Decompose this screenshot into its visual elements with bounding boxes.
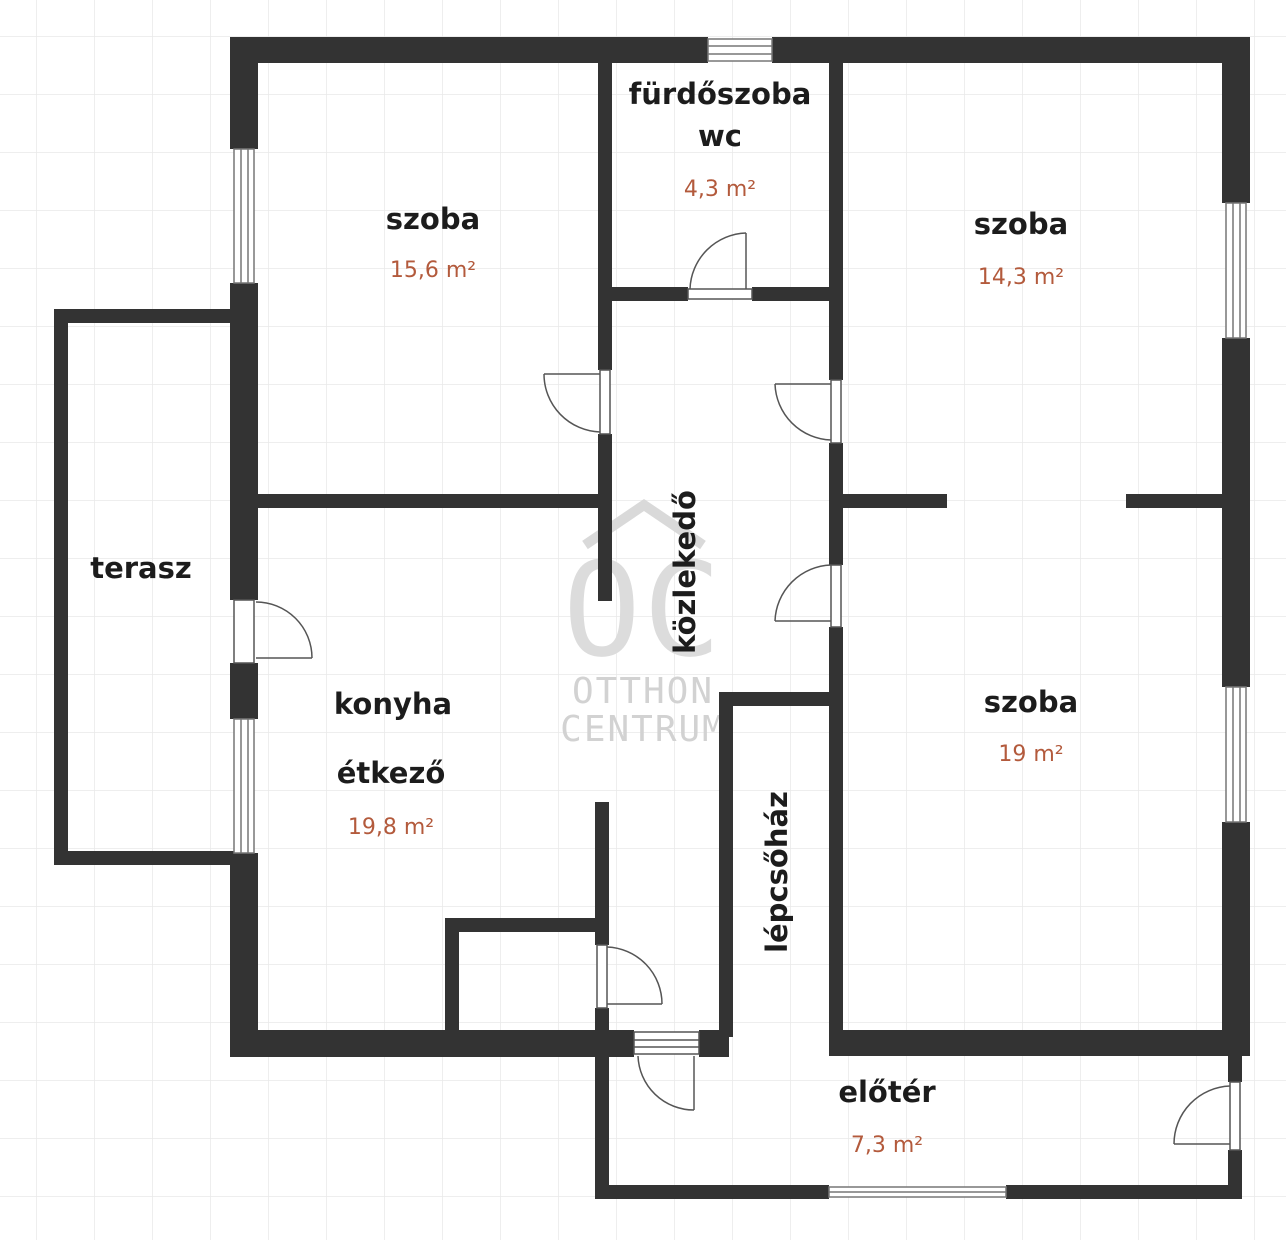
wall-right-mid (1222, 338, 1250, 687)
wall-left-lower (230, 853, 258, 1057)
window-kitchen (233, 718, 255, 854)
wall-right-upper (1222, 37, 1250, 203)
wall-room-divider-left (244, 494, 612, 508)
room-konyha-name: konyha (334, 687, 452, 721)
wall-int-v2-top (829, 60, 843, 380)
wall-bottom-right (829, 1030, 1250, 1056)
room-eloter-area: 7,3 m² (851, 1133, 923, 1158)
wall-top-right (772, 37, 1250, 63)
room-eloter-name: előtér (838, 1075, 936, 1109)
room-bath-name2: wc (698, 119, 742, 153)
wall-terrace-bottom (54, 851, 240, 865)
wall-left-upper (230, 37, 258, 149)
wall-kitchen-v (595, 802, 609, 945)
room-bath-name: fürdőszoba (629, 77, 812, 111)
wall-bottom-left (230, 1030, 634, 1057)
window-right-top (1225, 202, 1247, 339)
door-entry-inner (633, 1031, 700, 1111)
room-lepcsohaz-name: lépcsőház (760, 791, 794, 953)
wall-top-left (230, 37, 708, 63)
wall-int-v1-top (598, 60, 612, 370)
wall-pantry-top (445, 918, 609, 932)
room-labels: szoba 15,6 m² fürdőszoba wc 4,3 m² szoba… (90, 77, 1078, 1158)
wall-entry-right-top (1228, 1030, 1242, 1082)
windows (233, 38, 1247, 1198)
wall-terrace-top (54, 309, 240, 323)
wall-stair-top (719, 692, 843, 706)
door-right-top-room (774, 379, 842, 444)
wall-terrace-left (54, 309, 68, 865)
room-kozlekedo-name: közlekedő (668, 490, 702, 654)
wall-entry-right-bottom (1228, 1150, 1242, 1199)
room-bath-area: 4,3 m² (684, 177, 756, 202)
doors (233, 232, 1241, 1151)
room-szoba-right-top-name: szoba (974, 207, 1068, 241)
watermark-oc: OC (563, 534, 724, 686)
door-pantry (596, 944, 663, 1009)
walls (54, 37, 1250, 1199)
room-konyha-area: 19,8 m² (348, 815, 434, 840)
wall-pantry-left (445, 918, 459, 1032)
window-right-bottom (1225, 686, 1247, 823)
room-terasz-name: terasz (90, 551, 192, 585)
wall-right-lower (1222, 822, 1250, 1055)
wall-right-divider-r (1126, 494, 1250, 508)
room-szoba-right-top-area: 14,3 m² (978, 265, 1064, 290)
wall-kitchen-v-low (595, 1008, 609, 1032)
room-szoba-right-bottom-area: 19 m² (998, 742, 1063, 767)
wall-int-v1-stub (598, 496, 612, 601)
room-szoba-right-bottom-name: szoba (984, 685, 1078, 719)
wall-left-mid2 (230, 663, 258, 719)
door-entrance (1173, 1081, 1241, 1151)
door-terrace (233, 599, 313, 664)
wall-right-divider-l (829, 494, 947, 508)
watermark-centrum: CENTRUM (560, 709, 726, 750)
wall-stair-left (719, 692, 733, 1037)
watermark-otthon: OTTHON (572, 671, 714, 712)
wall-entry-bottom-l (595, 1185, 829, 1199)
wall-entry-left (595, 1030, 609, 1199)
wall-entry-bottom-r (1006, 1185, 1242, 1199)
room-szoba-left-area: 15,6 m² (390, 258, 476, 283)
window-entry-bottom (828, 1186, 1007, 1198)
room-konyha-name2: étkező (337, 756, 446, 790)
window-top-bath (707, 38, 773, 62)
watermark-logo: OC OTTHON CENTRUM (560, 498, 726, 750)
wall-int-v2-low (829, 627, 843, 1030)
wall-int-v1-mid (598, 434, 612, 496)
door-right-bottom-room (774, 564, 842, 628)
room-szoba-left-name: szoba (386, 202, 480, 236)
wall-bath-bottom-l (598, 287, 688, 301)
wall-left-mid1 (230, 283, 258, 600)
door-bathroom (687, 232, 753, 300)
wall-bath-bottom-r (752, 287, 843, 301)
door-left-room (543, 369, 611, 435)
window-left-room (233, 148, 255, 284)
